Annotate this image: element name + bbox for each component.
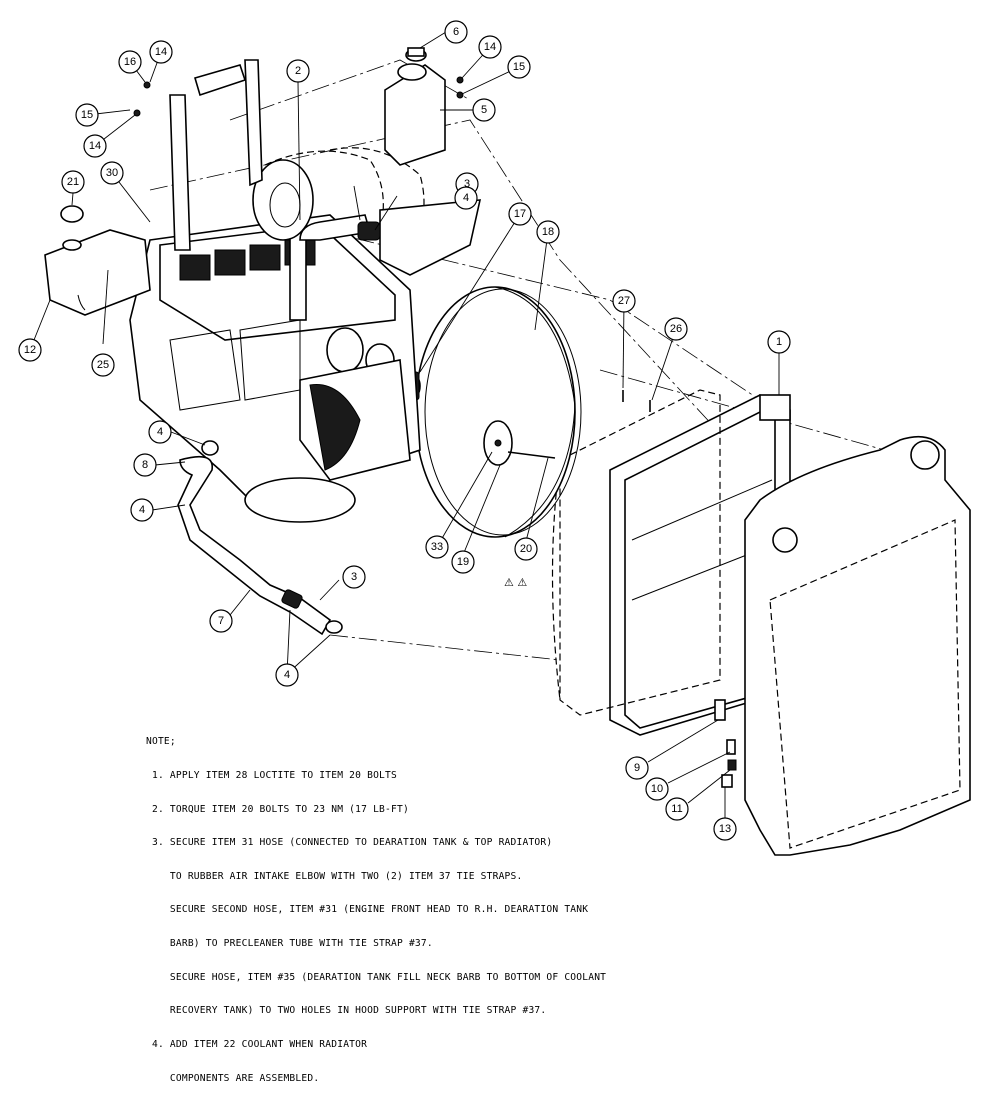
dearation-tank [384,47,446,166]
callout-15: 15 [75,103,99,127]
assembly-notes: NOTE; 1. APPLY ITEM 28 LOCTITE TO ITEM 2… [146,714,666,1095]
callout-30: 30 [100,161,124,185]
note-line: TO RUBBER AIR INTAKE ELBOW WITH TWO (2) … [146,870,523,882]
coolant-recovery-tank [44,205,151,316]
callout-33: 33 [425,535,449,559]
callout-18: 18 [536,220,560,244]
svg-text:8: 8 [142,459,148,471]
hardware [133,76,651,459]
callout-11: 11 [665,797,689,821]
svg-text:4: 4 [139,504,145,516]
svg-text:33: 33 [431,541,443,553]
air-intake [252,147,482,321]
parts-diagram: 1 2 3 3 4 4 4 4 5 6 7 8 9 10 11 12 13 14… [18,20,971,856]
svg-text:19: 19 [457,556,469,568]
lower-hose [177,440,343,636]
callout-26: 26 [664,317,688,341]
callout-1: 1 [767,330,791,354]
engine [129,214,421,523]
note-line: 1. APPLY ITEM 28 LOCTITE TO ITEM 20 BOLT… [146,770,397,782]
svg-text:13: 13 [719,823,731,835]
callout-14: 14 [83,134,107,158]
hood-support [744,435,971,856]
svg-text:3: 3 [351,571,357,583]
svg-text:6: 6 [453,26,459,38]
callout-4: 4 [148,420,172,444]
svg-text:30: 30 [106,167,118,179]
note-line: 4. ADD ITEM 22 COOLANT WHEN RADIATOR [146,1038,368,1050]
svg-text:14: 14 [155,46,167,58]
svg-text:25: 25 [97,359,109,371]
callout-8: 8 [133,453,157,477]
svg-text:4: 4 [157,426,163,438]
callout-10: 10 [645,777,669,801]
note-line: SECURE HOSE, ITEM #35 (DEARATION TANK FI… [146,971,607,983]
callout-13: 13 [713,817,737,841]
svg-text:18: 18 [542,226,554,238]
note-line: RECOVERY TANK) TO TWO HOLES IN HOOD SUPP… [146,1005,547,1017]
svg-text:14: 14 [89,140,101,152]
svg-text:1: 1 [776,336,782,348]
callout-25: 25 [91,353,115,377]
callout-19: 19 [451,550,475,574]
callout-5: 5 [472,98,496,122]
callouts: 1 2 3 3 4 4 4 4 5 6 7 8 9 10 11 12 13 14… [18,20,791,841]
note-line: SECURE SECOND HOSE, ITEM #31 (ENGINE FRO… [146,904,589,916]
callout-4: 4 [454,186,478,210]
svg-text:26: 26 [670,323,682,335]
callout-15: 15 [507,55,531,79]
callout-6: 6 [444,20,468,44]
callout-12: 12 [18,338,42,362]
callout-14: 14 [149,40,173,64]
assembly-centerlines [149,59,921,661]
callout-27: 27 [612,289,636,313]
svg-text:3: 3 [464,178,470,190]
svg-text:5: 5 [481,104,487,116]
callout-17: 17 [508,202,532,226]
drain-fittings [714,699,737,788]
svg-text:20: 20 [520,543,532,555]
svg-text:21: 21 [67,176,79,188]
svg-text:16: 16 [124,56,136,68]
warning-icon: ⚠ ⚠ [504,576,527,589]
svg-text:11: 11 [671,803,682,815]
note-line: 2. TORQUE ITEM 20 BOLTS TO 23 NM (17 LB-… [146,803,409,815]
callout-14: 14 [478,35,502,59]
notes-header: NOTE; [146,736,176,748]
note-line: BARB) TO PRECLEANER TUBE WITH TIE STRAP … [146,938,433,950]
callout-20: 20 [514,537,538,561]
svg-text:10: 10 [651,783,663,795]
callout-7: 7 [209,609,233,633]
callout-2: 2 [286,59,310,83]
svg-text:12: 12 [24,344,36,356]
svg-text:15: 15 [81,109,93,121]
svg-text:7: 7 [218,615,224,627]
note-line: 3. SECURE ITEM 31 HOSE (CONNECTED TO DEA… [146,837,553,849]
svg-text:27: 27 [618,295,630,307]
svg-text:2: 2 [295,65,301,77]
note-line: COMPONENTS ARE ASSEMBLED. [146,1072,320,1084]
svg-text:14: 14 [484,41,496,53]
svg-text:17: 17 [514,208,526,220]
callout-4: 4 [275,663,299,687]
svg-text:15: 15 [513,61,525,73]
callout-21: 21 [61,170,85,194]
svg-text:4: 4 [463,192,469,204]
svg-text:4: 4 [284,669,290,681]
callout-16: 16 [118,50,142,74]
mounting-bracket [169,59,263,251]
callout-9: 9 [625,756,649,780]
callout-4: 4 [130,498,154,522]
callout-3: 3 [342,565,366,589]
svg-text:9: 9 [634,762,640,774]
